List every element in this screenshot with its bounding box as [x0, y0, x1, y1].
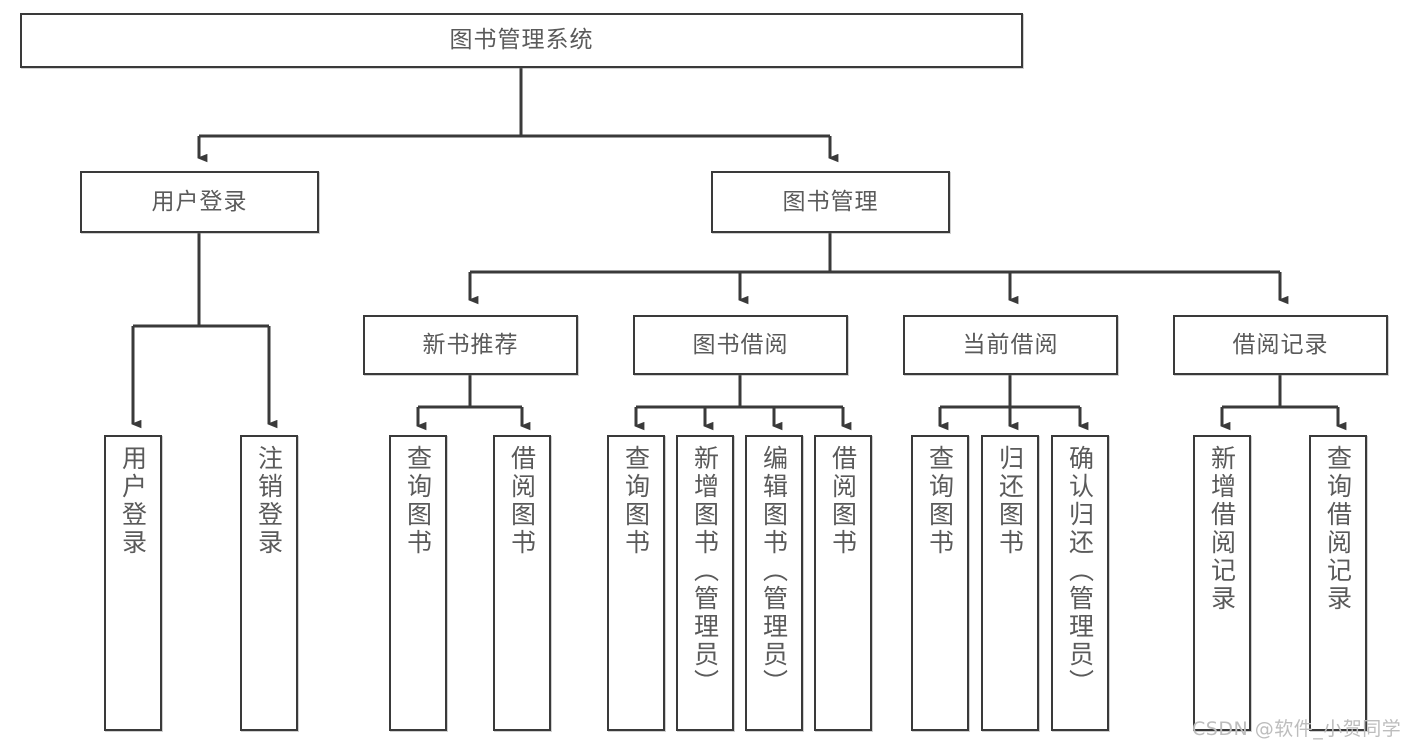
leaf-user-login[interactable]: 用户登录	[104, 435, 162, 731]
node-label: 归还图书	[995, 445, 1025, 557]
node-label: 图书借阅	[692, 331, 789, 358]
node-label: 新书推荐	[422, 331, 519, 358]
node-label: 新增图书（管理员）	[690, 445, 720, 697]
node-label: 新增借阅记录	[1207, 445, 1237, 613]
leaf-borrow-borrow-book[interactable]: 借阅图书	[814, 435, 872, 731]
node-label: 查询图书	[621, 445, 651, 557]
node-label: 借阅图书	[828, 445, 858, 557]
node-label: 用户登录	[151, 188, 248, 215]
node-label: 当前借阅	[962, 331, 1059, 358]
leaf-borrow-add-book-admin[interactable]: 新增图书（管理员）	[676, 435, 734, 731]
node-current-borrow[interactable]: 当前借阅	[903, 315, 1118, 375]
leaf-recommend-query-book[interactable]: 查询图书	[389, 435, 447, 731]
node-label: 查询图书	[925, 445, 955, 557]
node-label: 查询图书	[403, 445, 433, 557]
node-new-book-recommend[interactable]: 新书推荐	[363, 315, 578, 375]
leaf-borrow-edit-book-admin[interactable]: 编辑图书（管理员）	[745, 435, 803, 731]
node-label: 图书管理	[782, 188, 879, 215]
leaf-borrow-query-book[interactable]: 查询图书	[607, 435, 665, 731]
leaf-current-return-book[interactable]: 归还图书	[981, 435, 1039, 731]
leaf-current-query-book[interactable]: 查询图书	[911, 435, 969, 731]
node-user-login[interactable]: 用户登录	[80, 171, 319, 233]
node-label: 借阅图书	[507, 445, 537, 557]
leaf-current-confirm-return-admin[interactable]: 确认归还（管理员）	[1051, 435, 1109, 731]
node-label: 借阅记录	[1232, 331, 1329, 358]
csdn-watermark: CSDN @软件_小贺同学	[1192, 718, 1402, 740]
node-label: 确认归还（管理员）	[1065, 445, 1095, 697]
node-borrow-record[interactable]: 借阅记录	[1173, 315, 1388, 375]
node-label: 查询借阅记录	[1323, 445, 1353, 613]
leaf-record-add-borrow-record[interactable]: 新增借阅记录	[1193, 435, 1251, 731]
node-label: 图书管理系统	[449, 27, 594, 54]
leaf-recommend-borrow-book[interactable]: 借阅图书	[493, 435, 551, 731]
node-book-borrow[interactable]: 图书借阅	[633, 315, 848, 375]
node-root-book-management-system[interactable]: 图书管理系统	[20, 13, 1023, 68]
node-label: 用户登录	[118, 445, 148, 557]
leaf-logout[interactable]: 注销登录	[240, 435, 298, 731]
node-book-management[interactable]: 图书管理	[711, 171, 950, 233]
node-label: 注销登录	[254, 445, 284, 557]
leaf-record-query-borrow-record[interactable]: 查询借阅记录	[1309, 435, 1367, 731]
node-label: 编辑图书（管理员）	[759, 445, 789, 697]
